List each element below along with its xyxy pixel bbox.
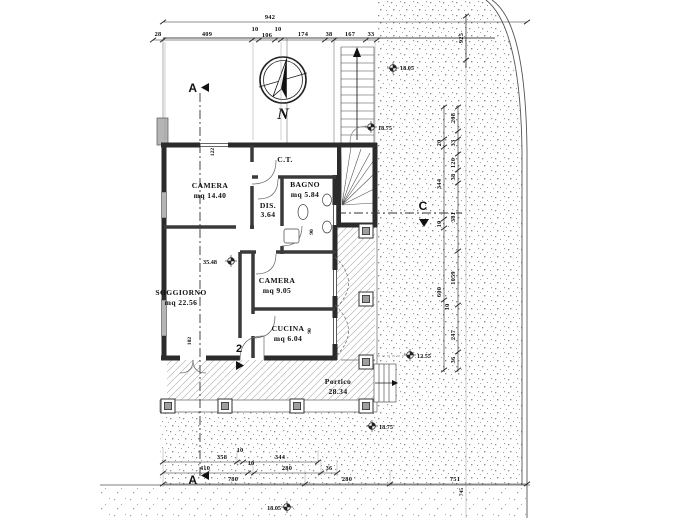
elevation-label: 12.55 [417, 353, 431, 360]
dim-text: 745 [459, 488, 465, 497]
elevation-label: 18.75 [379, 424, 393, 431]
dim-text: 358 [217, 454, 227, 461]
dim-text: 280 [342, 476, 352, 483]
room-name: CUCINA [272, 324, 305, 333]
north-label: N [276, 106, 290, 123]
room-name: Portico [325, 377, 351, 386]
interior-walls [164, 145, 336, 358]
window-tag: 90 [309, 229, 315, 235]
dim-text: 600 [436, 287, 443, 297]
dim-text: 10 [275, 26, 282, 33]
dim-lines [153, 14, 527, 485]
room-area: mq 14.40 [194, 191, 227, 200]
dim-text: 925 [458, 33, 465, 43]
dim-text: 38 [326, 31, 333, 38]
room-area: mq 22.56 [165, 298, 198, 307]
room-labels: CAMERA mq 14.40 C.T. BAGNO mq 5.84 DIS. … [155, 155, 351, 396]
dim-text: 36 [326, 465, 333, 472]
dim-text: 751 [450, 476, 460, 483]
elevation-label: 18.75 [378, 125, 392, 132]
lot-lines [100, 37, 530, 518]
road-curb-lines [485, 0, 528, 518]
dim-text: 10 [237, 447, 244, 454]
dim-text: 33 [368, 31, 375, 38]
dim-text: 20 [436, 140, 443, 147]
dim-text: 28 [155, 31, 162, 38]
windows [161, 143, 337, 344]
boundary-wall-stub [156, 117, 169, 146]
dim-text: 381 [450, 212, 457, 222]
elevation-label: 18.05 [400, 65, 414, 72]
exterior-walls [161, 142, 378, 361]
dim-text: 410 [200, 465, 210, 472]
winder-stair [340, 125, 375, 206]
dim-text: 409 [202, 31, 212, 38]
room-name: CAMERA [259, 276, 296, 285]
ground-stipple [100, 0, 527, 518]
dim-text: 10 [436, 221, 443, 228]
room-area: 3.64 [261, 210, 276, 219]
window-tag: 90 [307, 328, 313, 334]
room-area: mq 9.05 [263, 286, 292, 295]
dim-text: 167 [345, 31, 356, 38]
road-area [486, 0, 530, 485]
room-area: mq 6.04 [274, 334, 303, 343]
section-marker-c: C [419, 199, 428, 213]
section-marker-a-top: A [188, 81, 197, 95]
entrance-arrow [236, 361, 244, 370]
room-name: C.T. [277, 155, 292, 164]
room-name: DIS. [260, 201, 276, 210]
window-tag: 122 [210, 148, 216, 157]
dim-text: 344 [436, 178, 443, 189]
dim-text: 10 [444, 304, 451, 311]
elevation-markers [224, 61, 417, 514]
dim-text: 120 [450, 158, 457, 168]
section-marker-a-bottom: A [188, 473, 197, 487]
dim-text: 1059 [450, 271, 457, 285]
room-name: CAMERA [192, 181, 229, 190]
room-area: 28.34 [328, 387, 347, 396]
elevation-label: 18.05 [267, 505, 281, 512]
section-line-c [337, 212, 462, 227]
room-name: BAGNO [290, 180, 320, 189]
dim-text: 10 [252, 26, 259, 33]
dim-text: 208 [450, 113, 457, 123]
dim-text: 106 [262, 32, 273, 39]
survey-point-label: 35.48 [203, 259, 217, 266]
dim-text: 942 [265, 14, 275, 21]
dim-text: 38 [450, 174, 457, 181]
dim-text: 344 [275, 454, 286, 461]
room-name: SOGGIORNO [155, 288, 206, 297]
window-tag: 102 [187, 337, 193, 346]
north-compass-icon [258, 56, 308, 104]
bathroom-fixtures [283, 193, 332, 244]
dim-text: 247 [450, 329, 457, 340]
outdoor-stair [340, 46, 375, 143]
dim-text: 33 [450, 140, 457, 147]
dim-text: 174 [298, 31, 309, 38]
entrance-number: 2 [236, 343, 242, 355]
dim-text: 36 [450, 356, 457, 363]
dim-text: 10 [248, 460, 255, 467]
dim-text: 280 [282, 465, 292, 472]
portico-steps [373, 363, 398, 403]
room-area: mq 5.84 [291, 190, 320, 199]
dim-text: 780 [228, 476, 238, 483]
